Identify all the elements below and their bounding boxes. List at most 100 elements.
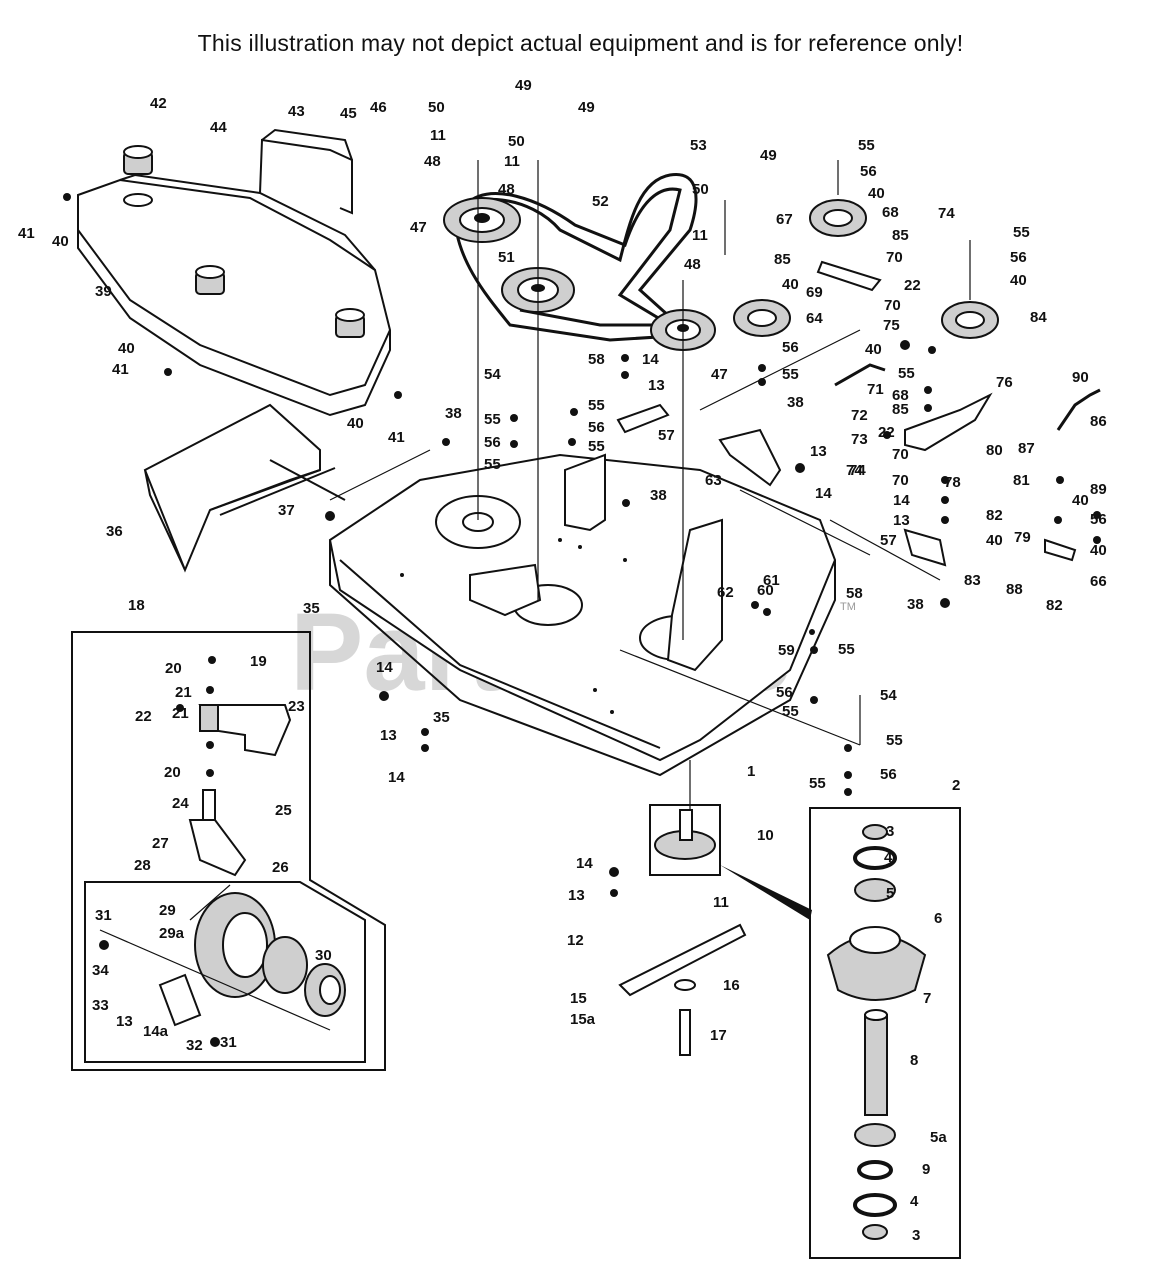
callout-74: 74	[938, 205, 955, 222]
callout-56: 56	[776, 684, 793, 701]
watermark-tm: TM	[840, 601, 856, 613]
callout-55: 55	[782, 703, 799, 720]
callout-56: 56	[880, 766, 897, 783]
callout-40: 40	[1072, 492, 1089, 509]
callout-57: 57	[658, 427, 675, 444]
callout-14: 14	[388, 769, 405, 786]
callout-55: 55	[484, 456, 501, 473]
callout-14: 14	[376, 659, 393, 676]
callout-27: 27	[152, 835, 169, 852]
callout-48: 48	[684, 256, 701, 273]
callout-11: 11	[713, 894, 729, 911]
pulley-47-left	[443, 197, 521, 243]
callout-5a: 5a	[930, 1129, 947, 1146]
callout-37: 37	[278, 502, 295, 519]
callout-1: 1	[747, 763, 755, 780]
callout-80: 80	[986, 442, 1003, 459]
callout-55: 55	[782, 366, 799, 383]
callout-55: 55	[588, 397, 605, 414]
callout-14: 14	[815, 485, 832, 502]
callout-13: 13	[380, 727, 397, 744]
callout-2: 2	[952, 777, 960, 794]
callout-14: 14	[893, 492, 910, 509]
callout-45: 45	[340, 105, 357, 122]
callout-23: 23	[288, 698, 305, 715]
caster-assembly-box	[71, 631, 386, 1071]
callout-61: 61	[763, 572, 780, 589]
callout-21: 21	[175, 684, 192, 701]
callout-40: 40	[865, 341, 882, 358]
callout-13: 13	[810, 443, 827, 460]
blade-spindle	[618, 804, 812, 1056]
drive-belts	[453, 173, 698, 342]
callout-40: 40	[868, 185, 885, 202]
callout-89: 89	[1090, 481, 1107, 498]
callout-55: 55	[838, 641, 855, 658]
callout-19: 19	[250, 653, 267, 670]
callout-41: 41	[112, 361, 129, 378]
callout-76: 76	[996, 374, 1013, 391]
callout-10: 10	[757, 827, 774, 844]
callout-59: 59	[778, 642, 795, 659]
callout-56: 56	[1010, 249, 1027, 266]
hardware	[63, 193, 1101, 1047]
callout-4: 4	[884, 849, 893, 866]
callout-43: 43	[288, 103, 305, 120]
pulley-84	[941, 301, 999, 339]
callout-54: 54	[484, 366, 501, 383]
callout-31: 31	[95, 907, 112, 924]
callout-40: 40	[1090, 542, 1107, 559]
callout-56: 56	[782, 339, 799, 356]
callout-67: 67	[776, 211, 793, 228]
callout-41: 41	[388, 429, 405, 446]
callout-40: 40	[347, 415, 364, 432]
callout-35: 35	[433, 709, 450, 726]
callout-71: 71	[867, 381, 884, 398]
callout-58: 58	[846, 585, 863, 602]
callout-33: 33	[92, 997, 109, 1014]
callout-75: 75	[883, 317, 900, 334]
callout-44: 44	[210, 119, 227, 136]
callout-68: 68	[882, 204, 899, 221]
callout-29a: 29a	[159, 925, 185, 942]
callout-11: 11	[692, 227, 708, 244]
assembly-lines	[329, 160, 971, 810]
callout-63: 63	[705, 472, 722, 489]
callout-79: 79	[1014, 529, 1031, 546]
callout-69: 69	[806, 284, 823, 301]
callout-29: 29	[159, 902, 176, 919]
callout-56: 56	[588, 419, 605, 436]
callout-38: 38	[907, 596, 924, 613]
callout-13: 13	[648, 377, 665, 394]
callout-20: 20	[164, 764, 181, 781]
callout-87: 87	[1018, 440, 1035, 457]
callout-55: 55	[898, 365, 915, 382]
callout-82: 82	[1046, 597, 1063, 614]
callout-85: 85	[892, 401, 909, 418]
callout-84: 84	[1030, 309, 1047, 326]
belt-shield	[77, 128, 392, 417]
callout-42: 42	[150, 95, 167, 112]
callout-83: 83	[964, 572, 981, 589]
callout-26: 26	[272, 859, 289, 876]
callout-13: 13	[116, 1013, 133, 1030]
callout-16: 16	[723, 977, 740, 994]
callout-55: 55	[484, 411, 501, 428]
callout-14: 14	[576, 855, 593, 872]
callout-68: 68	[892, 387, 909, 404]
callout-47: 47	[711, 366, 728, 383]
callout-20: 20	[165, 660, 182, 677]
callout-64: 64	[806, 310, 823, 327]
callout-48: 48	[424, 153, 441, 170]
callout-38: 38	[650, 487, 667, 504]
callout-70: 70	[892, 472, 909, 489]
callout-85: 85	[892, 227, 909, 244]
callout-88: 88	[1006, 581, 1023, 598]
callout-18: 18	[128, 597, 145, 614]
callout-56: 56	[860, 163, 877, 180]
callout-38: 38	[445, 405, 462, 422]
callout-57: 57	[880, 532, 897, 549]
callout-34: 34	[92, 962, 109, 979]
callout-70: 70	[884, 297, 901, 314]
